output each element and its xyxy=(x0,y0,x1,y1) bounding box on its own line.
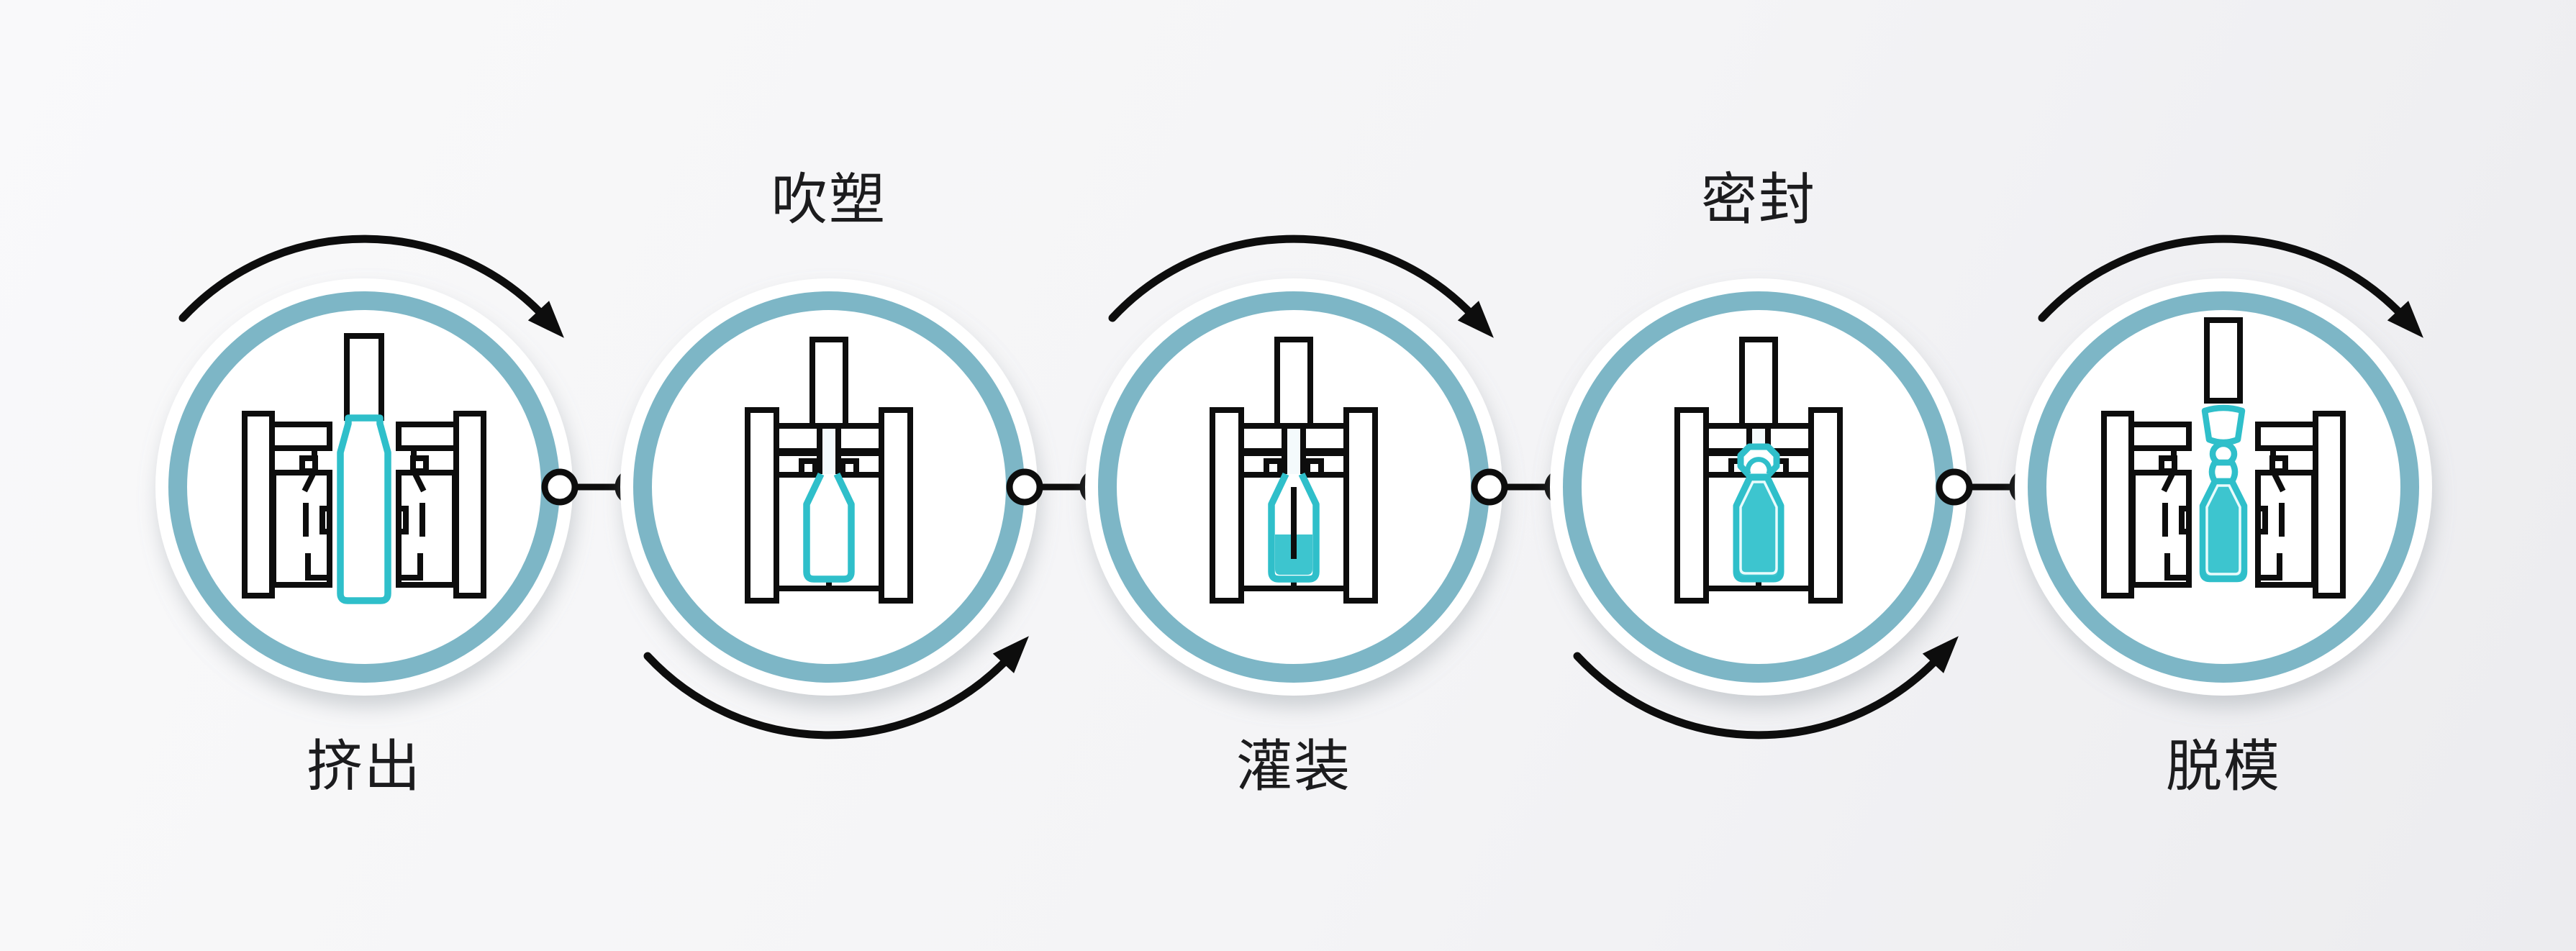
flow-arrow-1 xyxy=(178,235,575,348)
blown-bottle-shape xyxy=(803,472,855,583)
step-4-sealing xyxy=(1550,278,1969,740)
step-label-demolding: 脱模 xyxy=(2165,734,2282,798)
step-label-blow-molding: 吹塑 xyxy=(771,168,887,231)
demolding-open-mold-ampoule-icon xyxy=(2104,317,2343,596)
flow-arrow-5 xyxy=(2038,235,2434,348)
step-2-blow-molding xyxy=(620,278,1040,740)
blow-molding-closed-mold-icon xyxy=(748,340,910,601)
sealing-closed-mold-icon xyxy=(1677,340,1840,601)
step-label-filling: 灌装 xyxy=(1235,734,1352,798)
step-3-filling xyxy=(1085,235,1505,696)
seal-dome xyxy=(1745,457,1772,476)
bottle-inner-highlight xyxy=(1739,481,1778,575)
ampoule-inner-highlight xyxy=(2205,484,2241,575)
step-1-extrusion xyxy=(155,235,575,696)
ampoule-filled-body xyxy=(2199,478,2248,583)
parison-shape xyxy=(337,414,391,604)
step-label-sealing: 密封 xyxy=(1700,168,1817,231)
sealed-filled-bottle xyxy=(1733,473,1784,583)
ampoule-twist-cap xyxy=(2201,404,2246,446)
detached-pin xyxy=(2204,317,2243,404)
flow-arrow-2 xyxy=(643,626,1040,740)
extrusion-open-mold-parison-icon xyxy=(245,333,484,604)
filling-needle-liquid-icon xyxy=(1212,340,1375,601)
step-label-extrusion: 挤出 xyxy=(306,734,422,798)
flow-arrow-4 xyxy=(1573,626,1969,740)
step-5-demolding xyxy=(2015,235,2434,696)
flow-arrow-3 xyxy=(1108,235,1505,348)
